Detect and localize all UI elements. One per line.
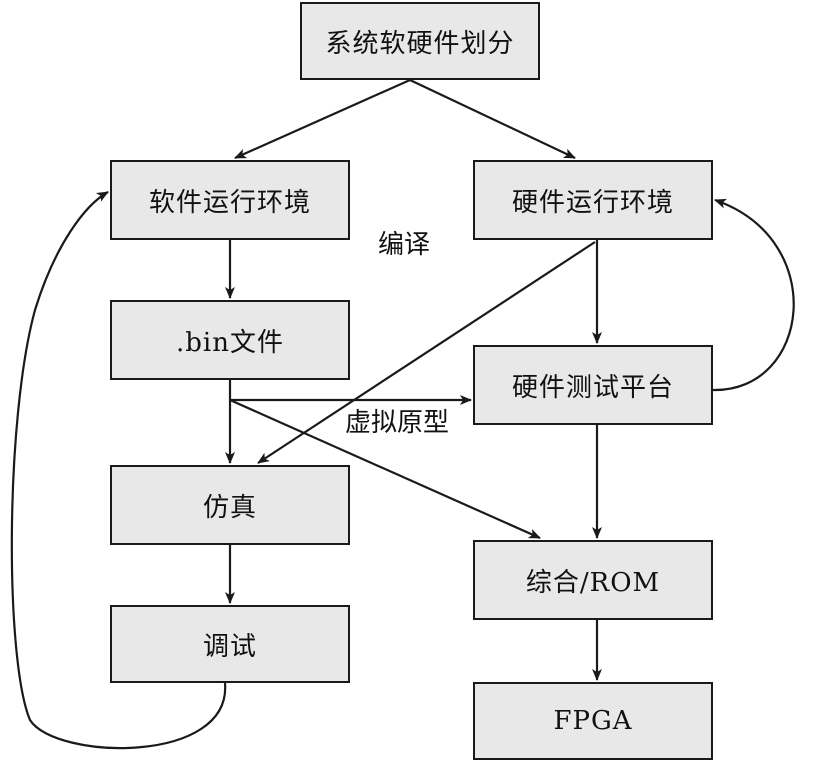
node-synthesis-rom: 综合/ROM: [473, 540, 713, 620]
node-hardware-test-platform: 硬件测试平台: [473, 345, 713, 425]
edge-label-virtual-prototype: 虚拟原型: [345, 408, 450, 438]
node-debug: 调试: [110, 605, 350, 683]
edge-label-compile: 编译: [378, 230, 431, 260]
node-fpga: FPGA: [473, 682, 713, 760]
node-software-environment: 软件运行环境: [110, 160, 350, 240]
edge-top-to-hw-env: [409, 79, 576, 159]
node-system-partition: 系统软硬件划分: [300, 2, 540, 80]
node-bin-file: .bin文件: [110, 300, 350, 380]
node-simulation: 仿真: [110, 465, 350, 545]
edge-hw-test-loop-to-hw-env: [712, 198, 795, 392]
edge-top-to-sw-env: [234, 78, 411, 160]
node-hardware-environment: 硬件运行环境: [473, 160, 713, 240]
